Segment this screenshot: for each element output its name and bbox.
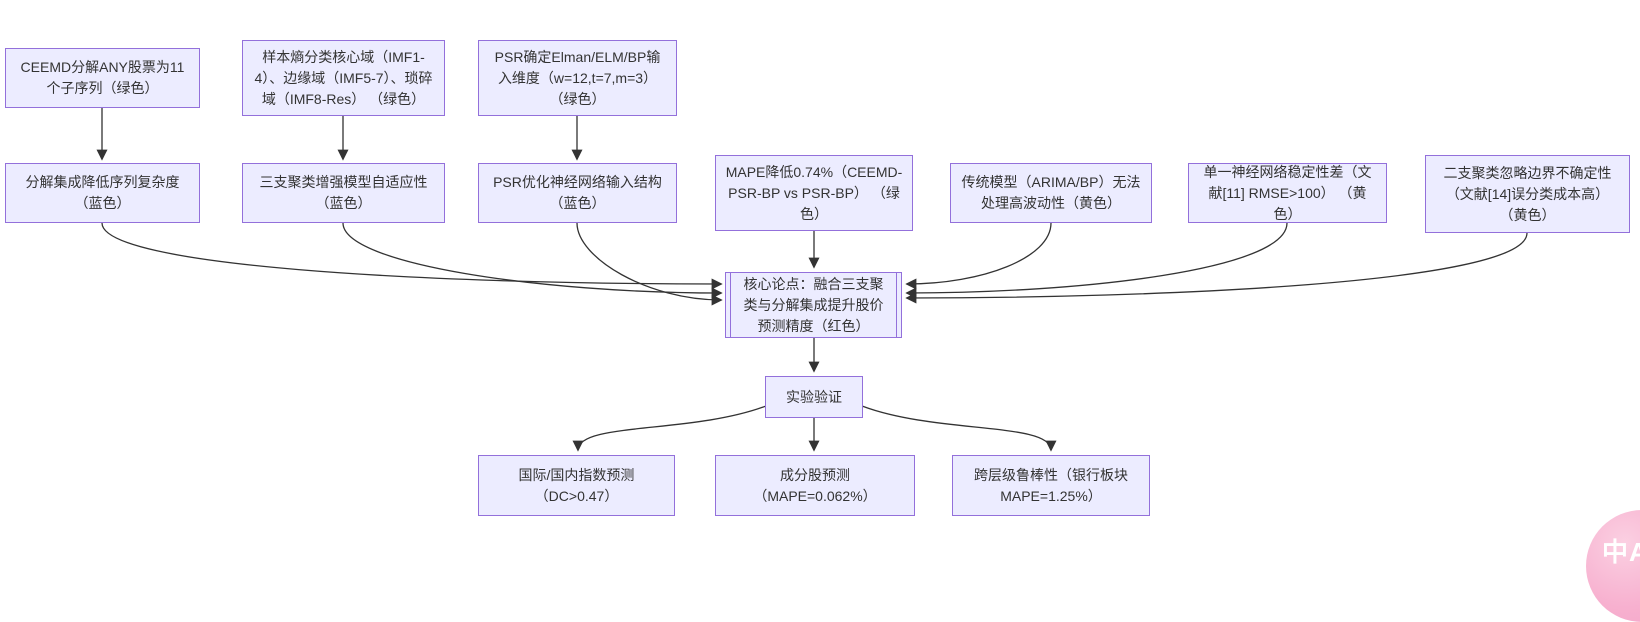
node-label: 样本熵分类核心域（IMF1-4）、边缘域（IMF5-7）、琐碎域（IMF8-Re… <box>254 48 433 107</box>
flowchart-canvas: { "diagram": { "colors": { "node_fill": … <box>5 40 1640 622</box>
node-label: PSR优化神经网络输入结构（蓝色） <box>493 174 662 211</box>
node-single-nn-instability: 单一神经网络稳定性差（文献[11] RMSE>100） （黄色） <box>1188 163 1387 223</box>
node-label: 传统模型（ARIMA/BP）无法处理高波动性（黄色） <box>961 174 1141 211</box>
node-label: 国际/国内指数预测（DC>0.47） <box>518 466 635 504</box>
edge-experiment-b3 <box>861 405 1057 452</box>
node-constituent-stock-prediction: 成分股预测（MAPE=0.062%） <box>715 455 915 516</box>
node-psr-optimization: PSR优化神经网络输入结构（蓝色） <box>478 163 677 223</box>
node-label: 分解集成降低序列复杂度（蓝色） <box>25 174 180 211</box>
node-sample-entropy: 样本熵分类核心域（IMF1-4）、边缘域（IMF5-7）、琐碎域（IMF8-Re… <box>242 40 445 116</box>
node-experiment-validation: 实验验证 <box>765 376 863 418</box>
node-psr-dimension: PSR确定Elman/ELM/BP输入维度（w=12,t=7,m=3） （绿色） <box>478 40 677 116</box>
edge-experiment-b1 <box>572 405 767 452</box>
node-cross-level-robustness: 跨层级鲁棒性（银行板块MAPE=1.25%） <box>952 455 1150 516</box>
edge-r2c5-core <box>905 222 1052 290</box>
node-label: 实验验证 <box>786 388 842 405</box>
edge-r2c6-core <box>905 222 1288 299</box>
edge-r2c2-core <box>342 222 723 299</box>
edge-r2c1-core <box>101 222 723 290</box>
node-label: 三支聚类增强模型自适应性（蓝色） <box>259 174 428 211</box>
node-index-prediction: 国际/国内指数预测（DC>0.47） <box>478 455 675 516</box>
node-label: 跨层级鲁棒性（银行板块MAPE=1.25%） <box>974 466 1128 504</box>
node-label: 核心论点：融合三支聚类与分解集成提升股价预测精度（红色） <box>743 275 884 334</box>
node-label: CEEMD分解ANY股票为11个子序列（绿色） <box>20 59 185 96</box>
edge-r2c7-core <box>905 232 1528 304</box>
edge-r2c3-core <box>576 222 723 306</box>
translate-icon: 中A <box>1602 537 1640 567</box>
node-label: PSR确定Elman/ELM/BP输入维度（w=12,t=7,m=3） （绿色） <box>494 48 661 107</box>
node-traditional-model-limit: 传统模型（ARIMA/BP）无法处理高波动性（黄色） <box>950 163 1152 223</box>
node-ceemd-decompose: CEEMD分解ANY股票为11个子序列（绿色） <box>5 48 200 108</box>
node-decomposition-complexity: 分解集成降低序列复杂度（蓝色） <box>5 163 200 223</box>
node-two-way-clustering-limit: 二支聚类忽略边界不确定性（文献[14]误分类成本高） （黄色） <box>1425 155 1630 233</box>
edge-layer <box>96 108 1528 452</box>
node-label: 成分股预测（MAPE=0.062%） <box>753 466 877 504</box>
node-three-way-clustering: 三支聚类增强模型自适应性（蓝色） <box>242 163 445 223</box>
node-label: 二支聚类忽略边界不确定性（文献[14]误分类成本高） （黄色） <box>1443 164 1612 223</box>
node-core-thesis: 核心论点：融合三支聚类与分解集成提升股价预测精度（红色） <box>725 272 902 338</box>
node-mape-reduction: MAPE降低0.74%（CEEMD-PSR-BP vs PSR-BP） （绿色） <box>715 155 913 231</box>
node-label: MAPE降低0.74%（CEEMD-PSR-BP vs PSR-BP） （绿色） <box>725 163 903 222</box>
node-label: 单一神经网络稳定性差（文献[11] RMSE>100） （黄色） <box>1203 163 1372 222</box>
